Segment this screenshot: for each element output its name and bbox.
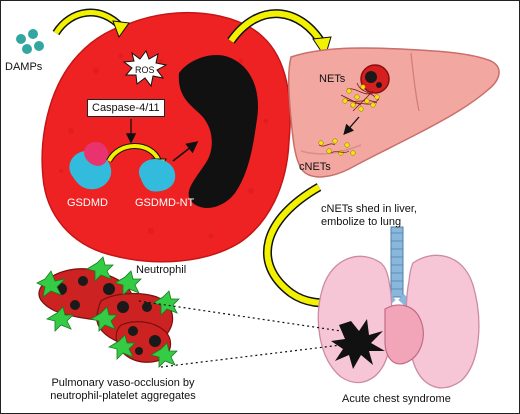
cnets-fibers [318, 143, 350, 154]
leader-line-top [138, 300, 342, 332]
liver-shading [300, 144, 362, 155]
ros-burst [122, 49, 168, 88]
leader-line-bottom [160, 344, 342, 368]
occlusion-label-line1: Pulmonary vaso-occlusion by [51, 377, 195, 389]
nets-to-cnets-arrow [343, 116, 360, 135]
gsdmd-nt-label: GSDMD-NT [135, 197, 195, 209]
gsdmd-nt-protein [138, 159, 176, 192]
gsdmd-protein [69, 141, 112, 190]
neutrophil-label: Neutrophil [136, 264, 187, 276]
liver-net-vessel [360, 64, 390, 94]
cnets-label: cNETs [299, 161, 331, 173]
occlusion-label-line2: neutrophil-platelet aggregates [50, 390, 196, 402]
gsdmd-label: GSDMD [67, 197, 108, 209]
liver-net-particles [342, 84, 380, 112]
ros-label: ROS [135, 65, 155, 75]
damps-arrow [52, 8, 130, 39]
damps-particles [16, 29, 44, 54]
heart [384, 304, 424, 365]
nets-label: NETs [319, 73, 346, 85]
aggregate-cluster [36, 256, 180, 368]
pore-to-nucleus-arrow [172, 141, 199, 162]
caspase-label: Caspase-4/11 [87, 99, 165, 117]
occlusion-burst [331, 319, 385, 369]
liver-lobe-line [410, 52, 420, 112]
shed-label-line1: cNETs shed in liver, [321, 203, 417, 215]
lung-left [405, 254, 480, 389]
acs-label: Acute chest syndrome [342, 393, 451, 405]
damps-label: DAMPs [5, 61, 43, 73]
cnets-particles [318, 138, 356, 156]
shed-label-line2: embolize to lung [321, 216, 402, 228]
neutrophil-nucleus [178, 54, 258, 208]
liver [287, 47, 500, 178]
